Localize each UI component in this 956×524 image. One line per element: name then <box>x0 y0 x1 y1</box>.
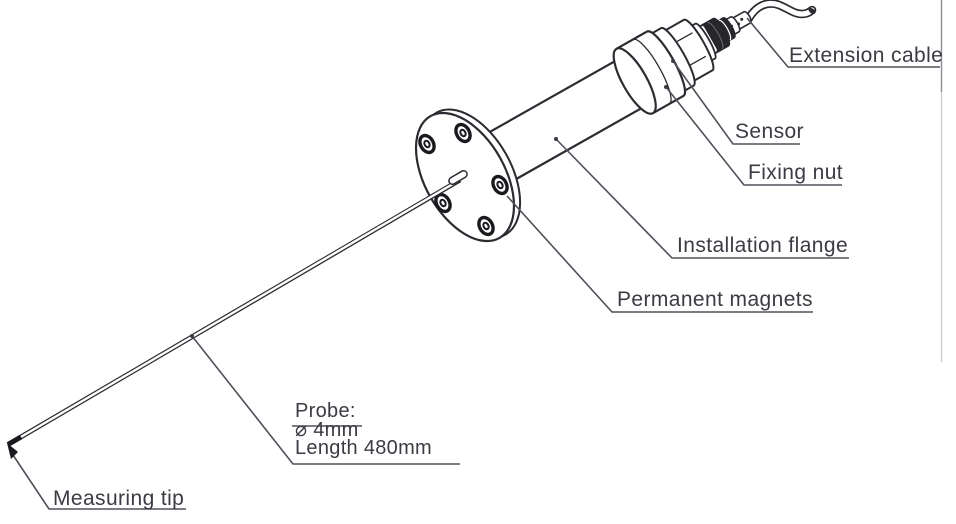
leader-permanent-magnets <box>506 195 813 313</box>
leader-sensor <box>672 60 800 145</box>
label-installation-flange: Installation flange <box>677 234 849 257</box>
connector-barrel <box>697 17 731 56</box>
probe-note-length: Length 480mm <box>295 437 433 459</box>
label-sensor: Sensor <box>735 120 804 143</box>
probe-note-block: Probe: ⌀ 4mm Length 480mm <box>295 400 433 459</box>
leader-fixing-nut <box>665 86 842 186</box>
probe-note-diameter: ⌀ 4mm <box>295 418 359 441</box>
leader-extension-cable <box>746 17 940 68</box>
sensor-housing-face <box>612 47 657 115</box>
measuring-tip-point <box>6 434 23 447</box>
permanent-magnet <box>418 133 436 155</box>
label-fixing-nut: Fixing nut <box>748 161 844 184</box>
label-measuring-tip: Measuring tip <box>53 487 185 510</box>
probe-rod <box>6 169 468 447</box>
permanent-magnet <box>491 174 509 196</box>
rod-end-cap <box>448 169 468 186</box>
leader-probe-note <box>191 335 460 465</box>
leader-installation-flange <box>555 138 849 259</box>
leader-attachment-dots <box>190 59 675 338</box>
leader-measuring-tip <box>12 454 186 510</box>
probe-assembly <box>414 10 752 243</box>
permanent-magnet <box>477 215 495 237</box>
label-extension-cable: Extension cable <box>789 44 944 67</box>
probe-note-title: Probe: <box>295 400 356 422</box>
leader-lines <box>12 17 940 510</box>
measuring-tip-arrowhead <box>7 443 18 459</box>
label-permanent-magnets: Permanent magnets <box>617 288 813 311</box>
extension-cable-curve <box>733 0 817 31</box>
cable-end-cap <box>808 7 816 15</box>
permanent-magnet <box>454 122 472 144</box>
